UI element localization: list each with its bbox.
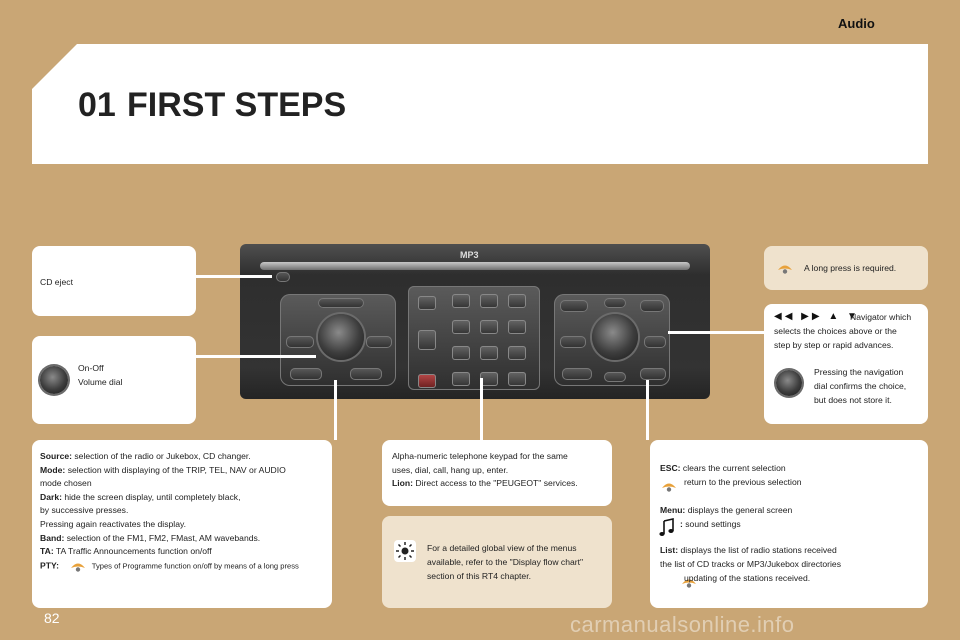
mode-item-cont: mode chosen [40,478,92,489]
keypad-key[interactable] [480,372,498,386]
note-line1: For a detailed global view of the menus [427,543,577,553]
menu-button[interactable] [562,368,592,380]
lion-item: Lion: Direct access to the "PEUGEOT" ser… [392,478,578,489]
on-off-box: On-Off Volume dial [32,336,196,424]
navigator-arrows-icon: ◀◀ ▶▶ ▲ ▼ [774,311,860,322]
note-line2: available, refer to the "Display flow ch… [427,557,584,567]
call-key[interactable] [418,296,436,310]
mp3-logo: MP3 [460,250,479,260]
down-button[interactable] [604,372,626,382]
tip-icon [660,479,678,493]
music-item: : sound settings [680,519,741,529]
arrow-right-list [646,380,649,440]
music-button[interactable] [640,300,664,312]
flow-chart-note-box: For a detailed global view of the menus … [382,516,612,608]
tip-icon [776,261,794,275]
list-item-cont: the list of CD tracks or MP3/Jukebox dir… [660,559,842,569]
band-item: Band: selection of the FM1, FM2, FMast, … [40,532,261,543]
page-number: 82 [44,610,60,626]
chapter-title: FIRST STEPS [127,86,347,124]
hangup-key[interactable] [418,374,436,388]
keypad-key[interactable] [508,294,526,308]
dark-button[interactable] [290,368,322,380]
source-button[interactable] [318,298,364,308]
list-item: List: displays the list of radio station… [660,545,837,555]
keypad-line2: uses, dial, call, hang up, enter. [392,464,509,475]
dark-item: Dark: hide the screen display, until com… [40,491,241,502]
cd-eject-label: CD eject [40,277,73,287]
section-tag: Audio [838,16,875,31]
esc-button[interactable] [560,300,588,312]
long-press-box: A long press is required. [764,246,928,290]
list-button[interactable] [640,368,666,380]
mode-button[interactable] [286,336,314,348]
keypad-key[interactable] [480,320,498,334]
list-tip: updating of the stations received. [684,573,811,583]
peugeot-lion-key[interactable] [418,330,436,350]
navigation-dial-icon [776,370,802,396]
keypad-key[interactable] [452,320,470,334]
chapter-number: 01 [78,86,116,124]
volume-knob-icon [40,366,68,394]
arrow-volume [196,355,316,358]
long-press-label: A long press is required. [804,263,897,273]
navigator-dial-line2: dial confirms the choice, [814,381,907,391]
keypad-key[interactable] [508,346,526,360]
keypad-line1: Alpha-numeric telephone keypad for the s… [392,451,568,461]
rewind-button[interactable] [560,336,586,348]
tip-icon [680,575,698,589]
arrow-cd-eject [196,275,272,278]
arrow-navigator [668,331,764,334]
ta-button[interactable] [350,368,382,380]
esc-item: ESC: clears the current selection [660,463,786,473]
controls-description-box: ESC: clears the current selection return… [650,440,928,608]
arrow-keypad [480,378,483,440]
pty-item: PTY: Types of Programme function on/off … [40,559,324,573]
note-line3: section of this RT4 chapter. [427,571,531,581]
tip-icon [69,559,87,573]
cd-eject-button[interactable] [276,272,290,282]
up-button[interactable] [604,298,626,308]
keypad-description-box: Alpha-numeric telephone keypad for the s… [382,440,612,506]
cd-eject-box: CD eject [32,246,196,316]
source-item: Source: selection of the radio or Jukebo… [40,451,251,461]
forward-button[interactable] [644,336,666,348]
keypad-key[interactable] [452,294,470,308]
esc-tip: return to the previous selection [684,477,802,487]
ta-item: TA: TA Traffic Announcements function on… [40,546,212,557]
keypad-key[interactable] [480,346,498,360]
menu-item: Menu: displays the general screen [660,505,793,515]
navigator-dial-line1: Pressing the navigation [814,367,904,377]
watermark: carmanualsonline.info [570,612,795,637]
keypad-key[interactable] [508,320,526,334]
navigator-line3: step by step or rapid advances. [774,340,894,350]
on-off-label: On-Off [78,363,104,373]
dark-item-cont: by successive presses. [40,505,129,516]
keypad-key[interactable] [508,372,526,386]
buttons-description-box: Source: selection of the radio or Jukebo… [32,440,332,608]
chapter-header [32,44,928,164]
volume-dial-label: Volume dial [78,377,123,387]
band-button[interactable] [366,336,392,348]
volume-knob[interactable] [318,314,364,360]
mode-item: Mode: selection with displaying of the T… [40,464,286,475]
keypad-key[interactable] [452,372,470,386]
keypad-key[interactable] [452,346,470,360]
navigator-box: ◀◀ ▶▶ ▲ ▼ Navigator which selects the ch… [764,304,928,424]
navigation-dial[interactable] [592,314,638,360]
navigator-dial-line3: but does not store it. [814,395,892,405]
light-bulb-icon [394,540,416,562]
navigator-line2: selects the choices above or the [774,326,897,336]
music-note-icon [658,518,676,543]
cd-slot [260,262,690,270]
keypad-key[interactable] [480,294,498,308]
navigator-line1: Navigator which [850,312,912,322]
dark-item-cont2: Pressing again reactivates the display. [40,518,187,529]
arrow-left-list [334,380,337,440]
